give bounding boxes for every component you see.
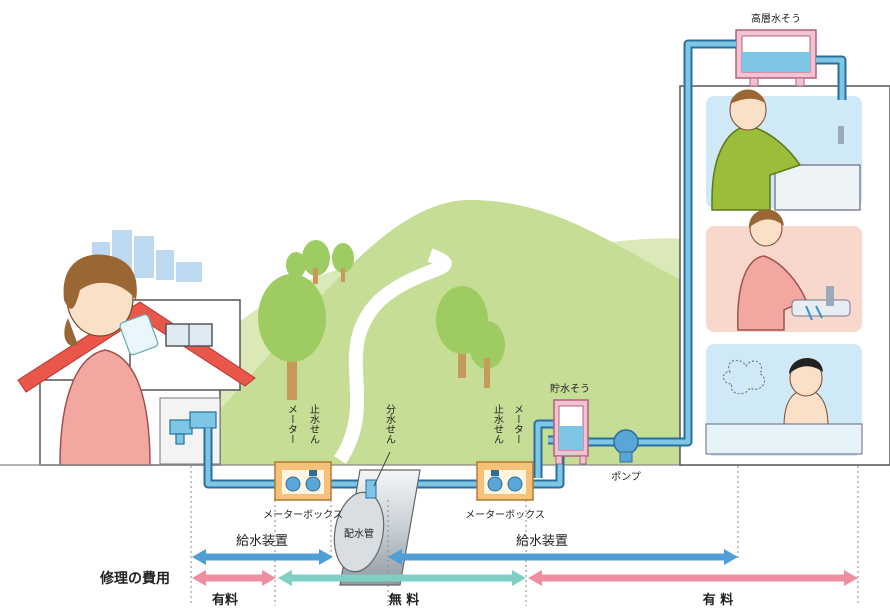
boy-in-bath [705,357,863,455]
outdoor-faucet-icon [169,411,217,445]
storage-tank [553,399,589,465]
woman-drinking-figure [59,254,159,466]
paid-label-right: 有 料 [703,592,734,608]
storage-tank-label: 貯水そう [550,383,590,395]
boundary-guides [190,466,859,606]
woman-at-sink [737,209,851,331]
high-tank-label: 高層水そう [751,12,801,25]
meter-box-right [476,461,534,501]
supply-label-right: 給水装置 [516,534,568,549]
stopcock-right-label: 止水せん [492,404,504,444]
high-tank [735,29,817,87]
supply-arrow-right [388,549,738,565]
free-label: 無 料 [389,592,420,608]
paid-label-left: 有料 [212,592,238,608]
supply-label-left: 給水装置 [236,534,288,549]
meter-right-label: メーター [512,404,524,444]
branch-valve-leader [373,451,391,487]
man-at-washing-machine [711,89,861,211]
meter-left-label: メーター [286,404,298,444]
branch-valve-label: 分水せん [384,404,396,444]
free-arrow [278,570,526,586]
pump-icon [613,429,639,463]
paid-arrow-right [528,570,858,586]
repair-cost-label: 修理の費用 [99,570,170,587]
trees [258,240,505,400]
meter-box-right-label: メーターボックス [465,509,545,521]
paid-arrow-left [192,570,276,586]
meter-box-left [274,461,332,501]
supply-arrow-left [192,549,333,565]
main-pipe-label: 配水管 [344,527,374,540]
meter-box-left-label: メーターボックス [263,509,343,521]
stopcock-left-label: 止水せん [308,404,320,444]
pump-label: ポンプ [611,471,641,483]
